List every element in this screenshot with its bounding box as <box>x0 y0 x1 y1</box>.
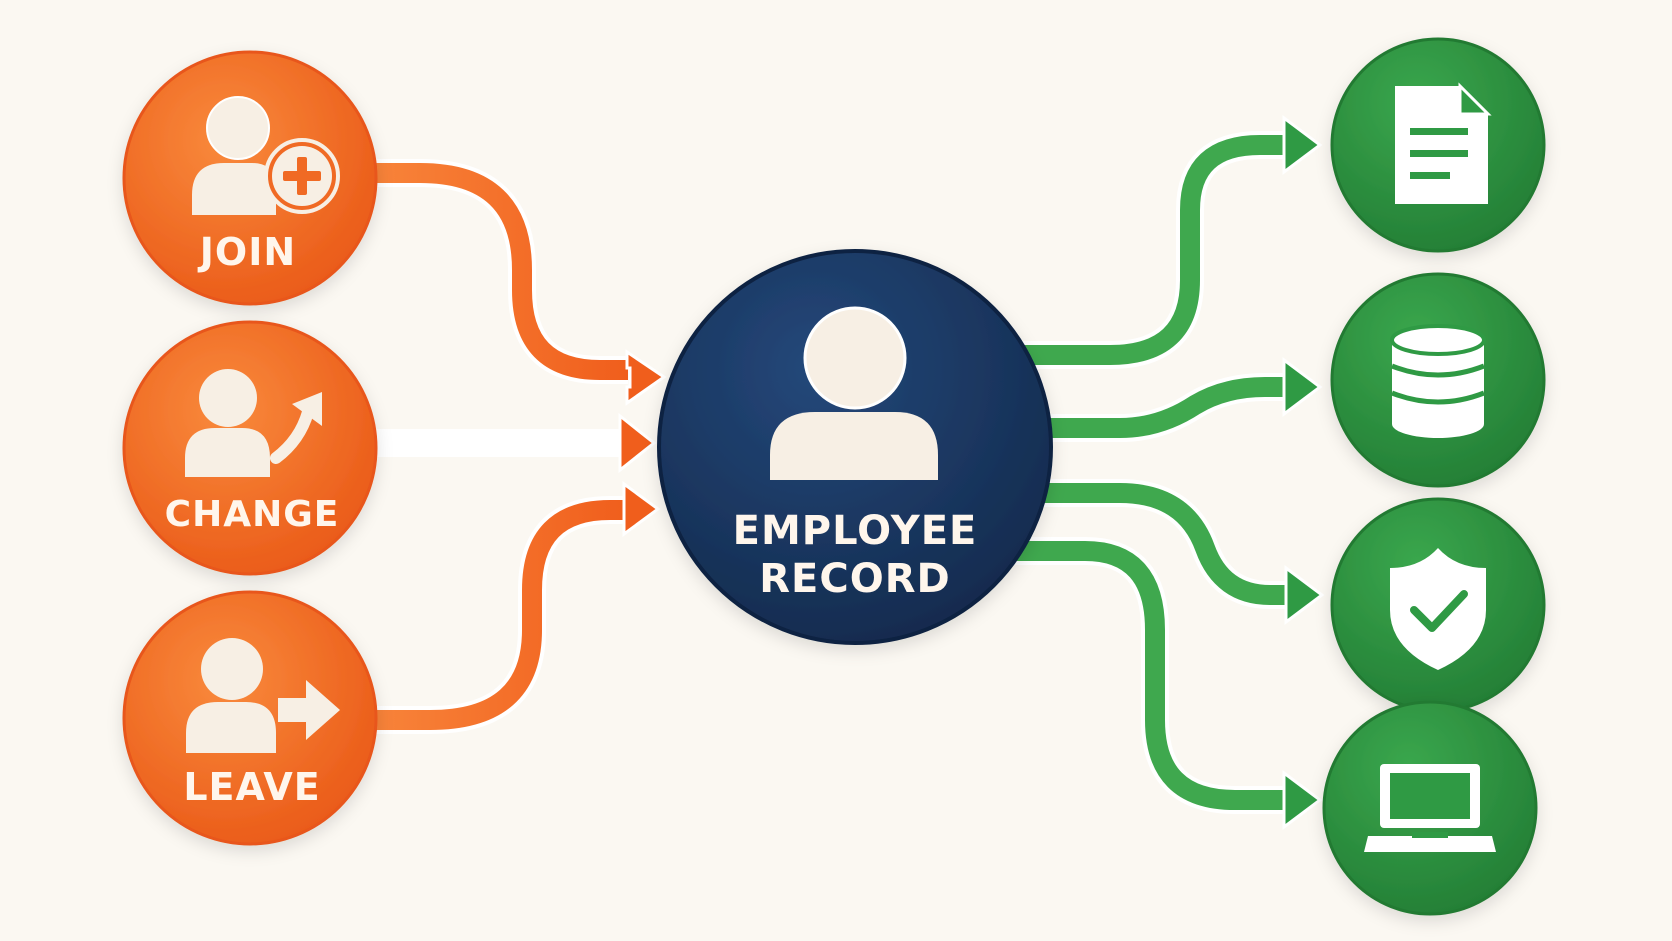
output-connectors <box>1010 115 1325 830</box>
user-leave-icon <box>186 638 340 753</box>
laptop-icon <box>1364 764 1496 852</box>
user-icon <box>770 306 938 480</box>
leave-arrowhead <box>622 481 661 537</box>
document-icon <box>1395 82 1492 204</box>
shield-arrowhead <box>1284 565 1325 625</box>
change-label: CHANGE <box>165 494 340 535</box>
document-arrowhead <box>1282 115 1323 175</box>
database-icon <box>1390 324 1486 438</box>
laptop-arrowhead <box>1282 770 1323 830</box>
user-add-icon <box>192 96 340 215</box>
input-connectors <box>372 159 667 734</box>
leave-connector <box>372 496 628 734</box>
center-label-line2: RECORD <box>759 556 951 602</box>
leave-label: LEAVE <box>183 765 320 809</box>
change-arrowhead <box>618 412 657 474</box>
join-arrowhead <box>625 349 667 406</box>
shield-check-icon <box>1390 548 1486 670</box>
join-label: JOIN <box>197 230 296 274</box>
user-change-icon <box>185 369 322 477</box>
document-connector <box>1020 131 1288 369</box>
center-label-line1: EMPLOYEE <box>733 508 978 554</box>
database-arrowhead <box>1282 357 1323 417</box>
